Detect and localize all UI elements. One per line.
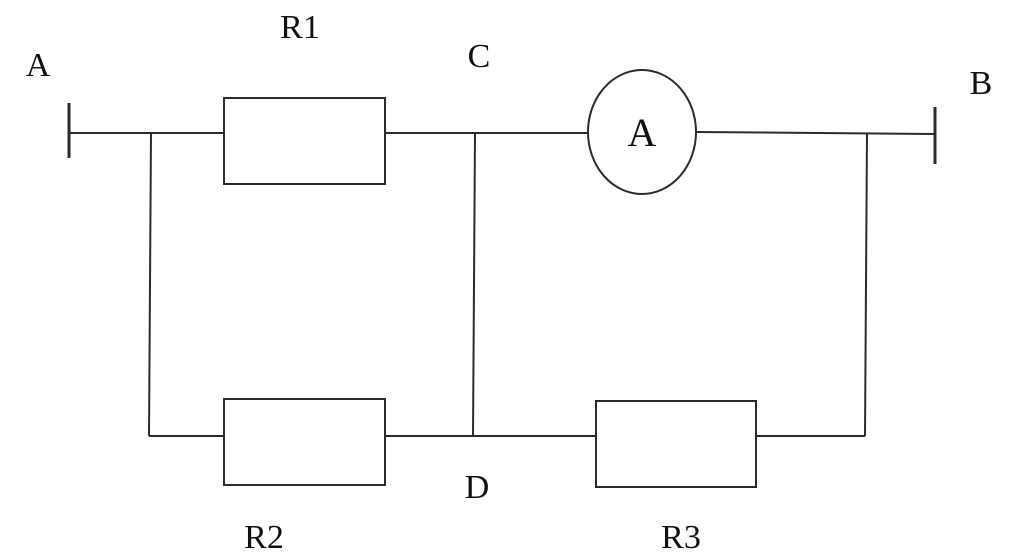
- resistor-r2: [223, 398, 386, 486]
- resistor-r3: [595, 400, 757, 488]
- node-c-label: C: [468, 38, 491, 75]
- wire-right-vertical: [864, 132, 868, 437]
- node-a-label: A: [26, 47, 51, 84]
- r1-label: R1: [280, 9, 320, 46]
- resistor-r1: [223, 97, 386, 185]
- ammeter-circle: [587, 69, 697, 195]
- ammeter-label: A: [628, 110, 657, 155]
- r3-label: R3: [661, 519, 701, 556]
- node-d-label: D: [465, 469, 490, 506]
- wire-left-vertical: [148, 132, 152, 437]
- node-b-label: B: [970, 65, 993, 102]
- wire-c-d-vertical: [472, 132, 476, 437]
- r2-label: R2: [244, 519, 284, 556]
- wire-ammeter-to-b: [695, 131, 936, 135]
